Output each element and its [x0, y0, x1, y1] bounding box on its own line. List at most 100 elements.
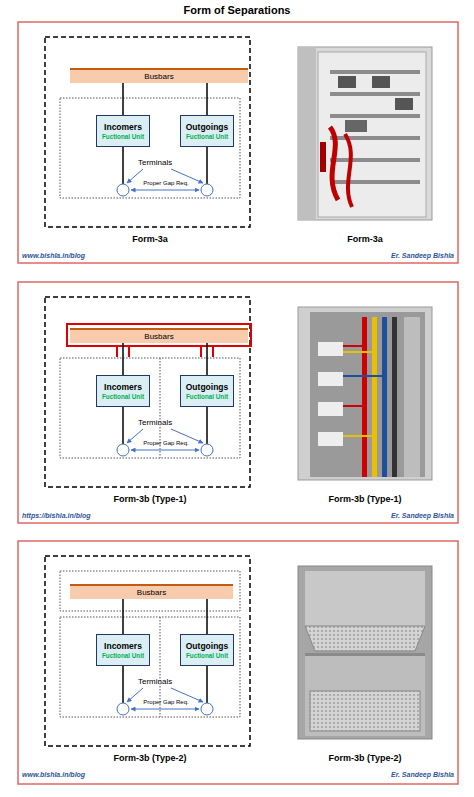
- upper-compartment: [305, 571, 425, 626]
- rail: [330, 92, 420, 96]
- busbar-drop-wire: [206, 599, 208, 634]
- panel: [18, 22, 458, 263]
- compartment-outline: [60, 358, 240, 458]
- component: [372, 76, 390, 88]
- photo-background: [298, 307, 432, 480]
- panel: [18, 541, 458, 784]
- panel: [18, 282, 458, 523]
- functional-unit-box: IncomersFuctional Unit: [96, 634, 150, 666]
- busbar-band: Busbars: [70, 328, 248, 343]
- box-subtitle: Fuctional Unit: [102, 652, 144, 660]
- connection: [343, 375, 382, 377]
- enclosure-outline: [45, 297, 250, 487]
- enclosure-outline: [45, 556, 250, 746]
- shroud-mark: [116, 346, 118, 357]
- terminal-symbol: [201, 184, 213, 196]
- gap-note: Proper Gap Req.: [130, 439, 202, 447]
- terminal-symbol: [117, 184, 129, 196]
- busbar-shroud: [67, 324, 251, 346]
- watermark: www.bishla.in/blog: [22, 770, 222, 780]
- terminal-symbol: [117, 444, 129, 456]
- cable: [345, 134, 352, 207]
- side-wall: [404, 317, 420, 477]
- shroud-mark: [212, 346, 214, 357]
- component: [318, 432, 343, 446]
- connection: [343, 435, 372, 437]
- cable: [330, 127, 338, 200]
- functional-unit-box: IncomersFuctional Unit: [96, 115, 150, 147]
- box-title: Incomers: [104, 382, 142, 393]
- wire: [122, 147, 124, 184]
- busbar-drop-wire: [122, 83, 124, 115]
- panel-photo: [298, 566, 432, 739]
- box-title: Outgoings: [186, 382, 229, 393]
- wire: [206, 407, 208, 444]
- compartment-outline: [60, 98, 240, 198]
- shroud-mark: [128, 346, 130, 357]
- handle: [320, 142, 326, 172]
- watermark: Er. Sandeep Bishla: [256, 511, 454, 521]
- box-title: Busbars: [144, 332, 173, 342]
- busbar-compartment: [60, 571, 240, 611]
- busbar-band: Busbars: [70, 584, 233, 599]
- box-title: Outgoings: [186, 641, 229, 652]
- perforated-tray: [305, 626, 425, 651]
- panel-photo: [298, 307, 432, 480]
- terminal-symbol: [201, 444, 213, 456]
- gap-arrow: [131, 450, 199, 451]
- busbar-neutral: [392, 317, 397, 477]
- photo-caption: Form-3b (Type-2): [298, 752, 432, 764]
- enclosure-outline: [45, 37, 250, 227]
- terminal-label: Terminals: [138, 418, 198, 428]
- functional-unit-box: OutgoingsFuctional Unit: [180, 115, 234, 147]
- page-title: Form of Separations: [0, 3, 474, 17]
- rail: [330, 180, 420, 184]
- component: [395, 98, 413, 110]
- door-frame: [298, 47, 316, 220]
- leader-line: [127, 688, 143, 702]
- connection: [343, 351, 372, 353]
- busbar-band: Busbars: [70, 68, 248, 83]
- gap-note: Proper Gap Req.: [130, 698, 202, 706]
- terminal-label: Terminals: [138, 677, 198, 687]
- wire: [122, 407, 124, 444]
- connection: [343, 405, 362, 407]
- cabinet-interior: [318, 52, 426, 217]
- gap-arrow: [131, 190, 199, 191]
- box-subtitle: Fuctional Unit: [102, 133, 144, 141]
- rail: [330, 114, 420, 118]
- rail: [330, 158, 420, 162]
- functional-unit-box: OutgoingsFuctional Unit: [180, 634, 234, 666]
- component: [318, 372, 343, 386]
- box-subtitle: Fuctional Unit: [186, 652, 228, 660]
- leader-line: [127, 429, 143, 443]
- terminal-symbol: [117, 703, 129, 715]
- box-title: Busbars: [137, 588, 166, 598]
- wire: [206, 666, 208, 703]
- busbar-drop-wire: [206, 83, 208, 115]
- lower-compartment: [305, 656, 425, 736]
- busbar-drop-wire: [122, 599, 124, 634]
- photo-caption: Form-3b (Type-1): [298, 493, 432, 505]
- box-title: Incomers: [104, 122, 142, 133]
- compartment-outline: [60, 617, 240, 717]
- wire: [206, 147, 208, 184]
- gap-note: Proper Gap Req.: [130, 179, 202, 187]
- partition: [305, 653, 425, 656]
- terminal-label: Terminals: [138, 158, 198, 168]
- busbar-phase: [382, 317, 387, 477]
- photo-caption: Form-3a: [298, 233, 432, 245]
- component: [345, 120, 367, 132]
- photo-background: [298, 566, 432, 739]
- leader-line: [127, 169, 143, 183]
- watermark: Er. Sandeep Bishla: [256, 251, 454, 261]
- box-title: Busbars: [144, 72, 173, 82]
- watermark: Er. Sandeep Bishla: [256, 770, 454, 780]
- gap-arrow: [131, 709, 199, 710]
- busbar-drop-wire: [122, 343, 124, 375]
- functional-unit-box: IncomersFuctional Unit: [96, 375, 150, 407]
- wire: [122, 666, 124, 703]
- box-subtitle: Fuctional Unit: [186, 393, 228, 401]
- box-subtitle: Fuctional Unit: [102, 393, 144, 401]
